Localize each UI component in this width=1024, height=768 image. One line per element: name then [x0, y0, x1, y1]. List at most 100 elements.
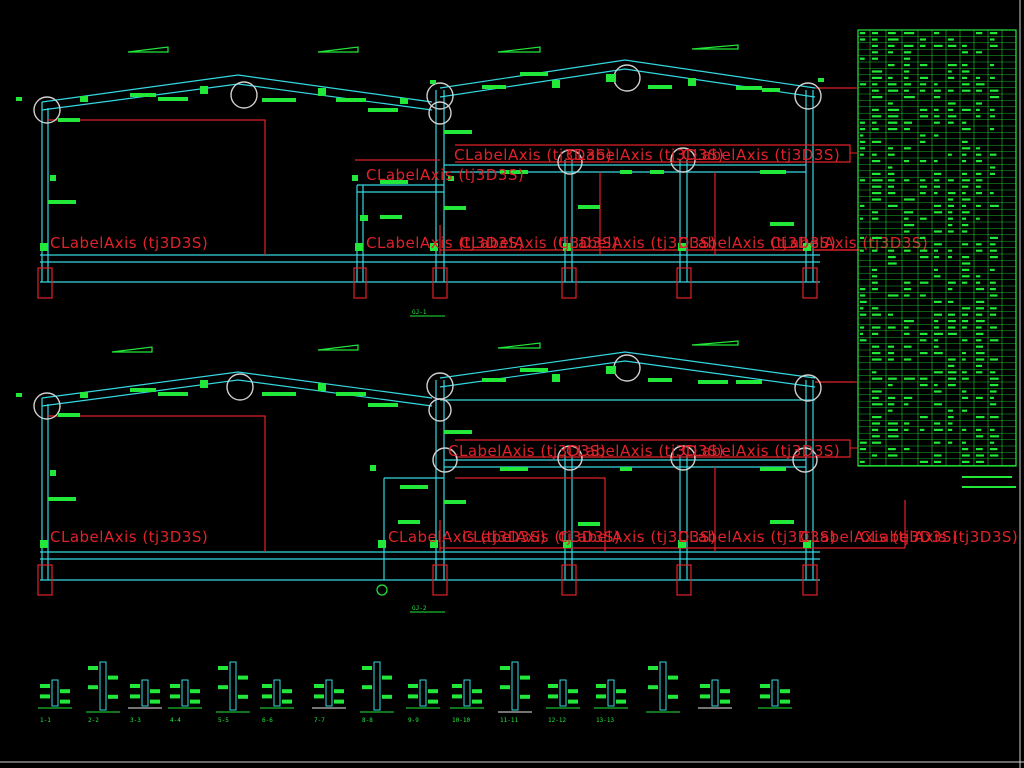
- table-cell-mark: [976, 160, 982, 163]
- table-cell-mark: [860, 460, 865, 463]
- table-cell-mark: [948, 102, 956, 105]
- table-cell-mark: [920, 281, 929, 284]
- table-cell-mark: [860, 294, 866, 297]
- slope-markers-1: [127, 44, 739, 53]
- detail-tag: [520, 675, 530, 680]
- section-caption: 6-6: [262, 717, 273, 724]
- detail-tag: [500, 685, 510, 690]
- table-rows: [858, 36, 1016, 466]
- detail-tag: [760, 694, 770, 699]
- table-cell-mark: [860, 140, 866, 143]
- table-cell-mark: [962, 83, 970, 86]
- table-cell-mark: [860, 204, 865, 207]
- detail-tag: [500, 666, 510, 670]
- table-cell-mark: [990, 288, 996, 291]
- table-cell-mark: [976, 364, 983, 367]
- table-cell-mark: [872, 441, 882, 444]
- table-cell-mark: [920, 160, 927, 163]
- detail-tag: [648, 666, 658, 670]
- table-cell-mark: [888, 83, 897, 86]
- detail-tag: [452, 694, 462, 699]
- table-cell-mark: [888, 204, 898, 207]
- table-cell-mark: [888, 256, 896, 259]
- table-cell-mark: [860, 441, 867, 444]
- table-cell-mark: [888, 262, 897, 265]
- table-cell-mark: [920, 38, 926, 41]
- table-cell-mark: [990, 371, 996, 374]
- table-cell-mark: [948, 281, 956, 284]
- axis-labels-2: CLabelAxis (tj3D3S) CLabelAxis (tj3D3S) …: [50, 442, 1018, 546]
- table-cell-mark: [872, 128, 879, 131]
- table-note: [962, 476, 1012, 478]
- table-cell-mark: [990, 390, 997, 393]
- axis-label: CLabelAxis (tj3D3S): [50, 528, 208, 546]
- table-cell-mark: [920, 64, 928, 67]
- footings-1: [37, 267, 818, 299]
- table-cell-mark: [860, 83, 867, 86]
- table-cell-mark: [872, 115, 882, 118]
- table-cell-mark: [962, 371, 967, 374]
- table-cell-mark: [872, 44, 878, 47]
- axis-label: CLabelAxis (tj3D3S): [462, 528, 620, 546]
- table-cell-mark: [990, 153, 997, 156]
- table-cell-mark: [976, 243, 982, 246]
- table-cell-mark: [962, 121, 967, 124]
- table-cell-mark: [990, 166, 996, 169]
- table-cell-mark: [860, 32, 866, 35]
- detail-tag: [408, 694, 418, 699]
- table-cell-mark: [888, 102, 893, 105]
- table-cell-mark: [872, 422, 880, 425]
- table-cell-mark: [934, 160, 938, 163]
- table-cell-mark: [920, 44, 926, 47]
- table-cell-mark: [948, 108, 954, 111]
- table-cell-mark: [990, 307, 997, 310]
- table-cell-mark: [976, 172, 982, 175]
- table-cell-mark: [872, 160, 881, 163]
- table-cell-mark: [934, 96, 941, 99]
- table-cell-mark: [872, 192, 882, 195]
- detail-member: [181, 679, 189, 707]
- table-cell-mark: [920, 179, 926, 182]
- axis-labels-1: CLabelAxis (tj3D3S) CLabelAxis (tj3D3S) …: [50, 146, 928, 252]
- table-cell-mark: [904, 281, 911, 284]
- table-cell-mark: [962, 268, 970, 271]
- table-cell-mark: [934, 454, 942, 457]
- table-cell-mark: [976, 102, 982, 105]
- table-cell-mark: [990, 236, 998, 239]
- table-cell-mark: [976, 448, 983, 451]
- table-cell-mark: [872, 57, 878, 60]
- table-cell-mark: [976, 460, 984, 463]
- table-cell-mark: [888, 121, 898, 124]
- table-cell-mark: [948, 371, 957, 374]
- table-cell-mark: [948, 115, 957, 118]
- detail-tag: [428, 699, 438, 704]
- axis-label: CLabelAxis (tj3D3S): [682, 442, 840, 460]
- section-caption: 7-7: [314, 717, 325, 724]
- table-cell-mark: [976, 204, 981, 207]
- table-cell-mark: [934, 441, 941, 444]
- table-cell-mark: [962, 211, 970, 214]
- section-detail-3: 3-3: [128, 679, 162, 724]
- table-cell-mark: [904, 428, 909, 431]
- table-cell-mark: [990, 76, 995, 79]
- table-cell-mark: [934, 249, 938, 252]
- table-cell-mark: [948, 384, 956, 387]
- detail-tag: [720, 689, 730, 694]
- table-cell-mark: [948, 441, 953, 444]
- table-cell-mark: [872, 70, 883, 73]
- table-cell-mark: [888, 294, 899, 297]
- table-cell-mark: [962, 313, 969, 316]
- section-caption: 4-4: [170, 717, 181, 724]
- table-cell-mark: [872, 371, 877, 374]
- table-cell-mark: [888, 108, 899, 111]
- table-cell-mark: [976, 454, 984, 457]
- table-cell-mark: [872, 217, 879, 220]
- table-cell-mark: [962, 262, 971, 265]
- table-cell-mark: [962, 185, 969, 188]
- table-cell-mark: [976, 288, 985, 291]
- table-cell-mark: [860, 339, 867, 342]
- detail-tag: [314, 694, 324, 699]
- table-cell-mark: [990, 441, 995, 444]
- table-cell-mark: [904, 217, 909, 220]
